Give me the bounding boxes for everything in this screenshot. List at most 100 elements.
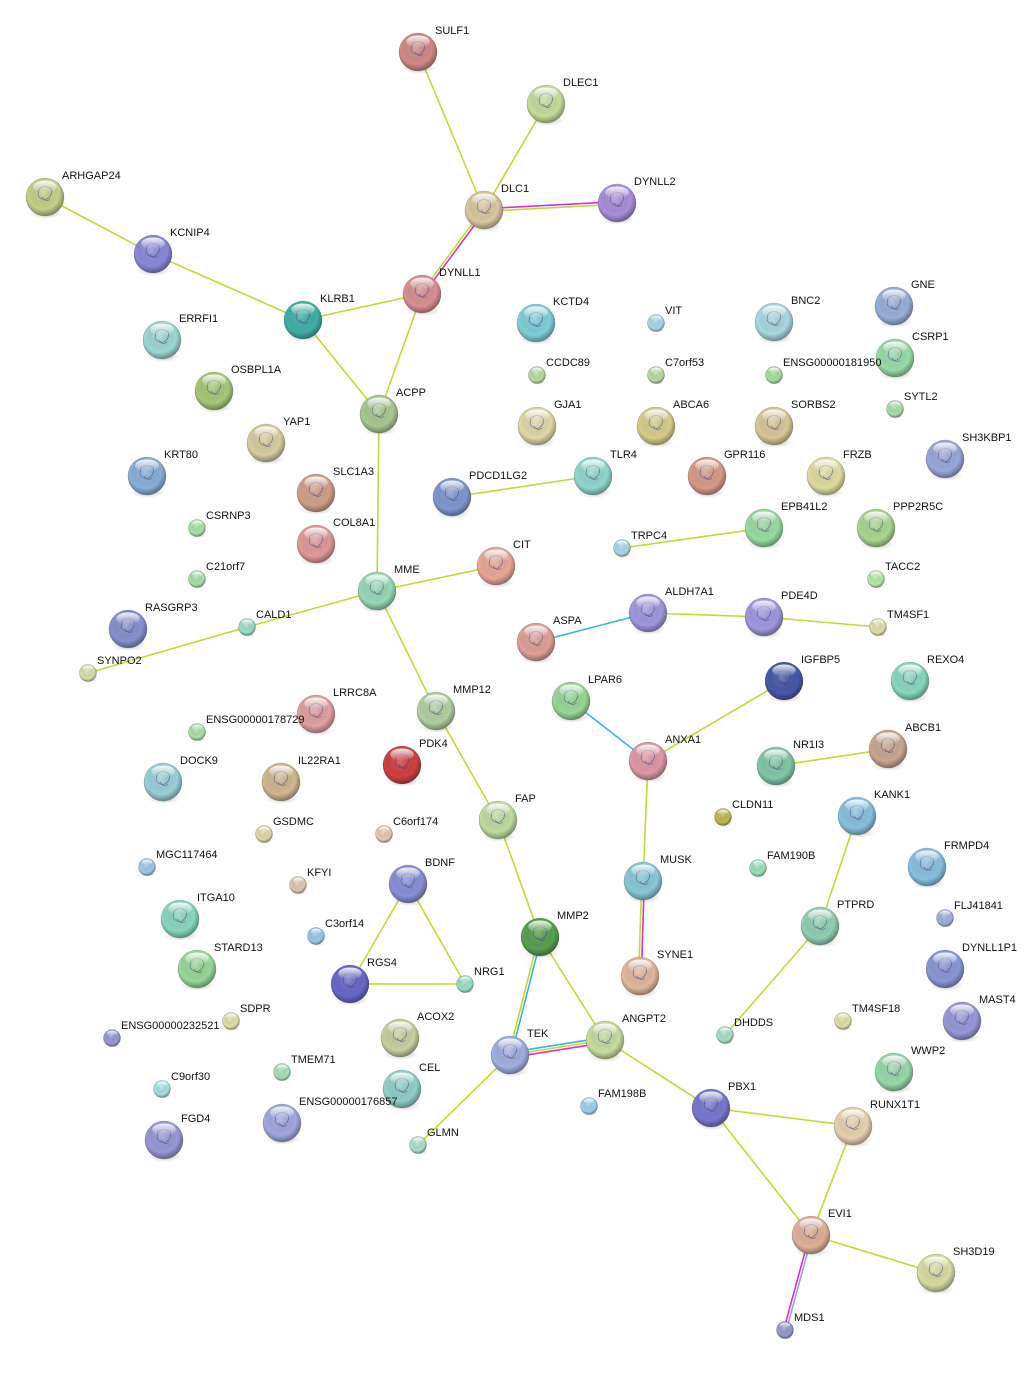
node-kcnip4[interactable]: KCNIP4 <box>133 227 210 276</box>
node-ensg00000232521[interactable]: ENSG00000232521 <box>103 1020 220 1048</box>
node-klrb1[interactable]: KLRB1 <box>283 293 355 342</box>
node-mgc117464[interactable]: MGC117464 <box>138 849 218 877</box>
node-itga10[interactable]: ITGA10 <box>160 892 235 941</box>
node-nrg1[interactable]: NRG1 <box>456 966 505 994</box>
node-wwp2[interactable]: WWP2 <box>874 1045 945 1094</box>
node-igfbp5[interactable]: IGFBP5 <box>764 654 840 703</box>
edge-mme-cald1[interactable] <box>246 590 378 628</box>
edge-evi1-sh3d19[interactable] <box>810 1234 937 1274</box>
node-sorbs2[interactable]: SORBS2 <box>754 399 836 448</box>
node-dynll2[interactable]: DYNLL2 <box>597 176 676 225</box>
node-mmp2[interactable]: MMP2 <box>520 910 589 959</box>
node-cldn11[interactable]: CLDN11 <box>714 799 774 827</box>
edge-angpt2-pbx1[interactable] <box>604 1039 712 1109</box>
node-trpc4[interactable]: TRPC4 <box>613 530 668 558</box>
node-kfyi[interactable]: KFYI <box>289 867 332 895</box>
node-ensg00000181950[interactable]: ENSG00000181950 <box>765 357 882 385</box>
node-angpt2[interactable]: ANGPT2 <box>585 1013 666 1062</box>
node-kank1[interactable]: KANK1 <box>837 789 910 838</box>
node-tlr4[interactable]: TLR4 <box>573 449 637 498</box>
node-aspa[interactable]: ASPA <box>516 615 582 664</box>
edge-pdcd1lg2-tlr4[interactable] <box>451 475 594 498</box>
node-gsdmc[interactable]: GSDMC <box>255 816 315 844</box>
node-abca6[interactable]: ABCA6 <box>636 399 709 448</box>
node-gpr116[interactable]: GPR116 <box>687 449 765 498</box>
node-c9orf30[interactable]: C9orf30 <box>153 1071 211 1099</box>
edge-kcnip4-klrb1[interactable] <box>152 253 304 321</box>
node-c7orf53[interactable]: C7orf53 <box>647 357 705 385</box>
node-cel[interactable]: CEL <box>382 1062 440 1111</box>
node-col8a1[interactable]: COL8A1 <box>296 517 375 566</box>
edge-klrb1-dynll1[interactable] <box>302 293 423 321</box>
node-sytl2[interactable]: SYTL2 <box>886 391 938 419</box>
node-slc1a3[interactable]: SLC1A3 <box>296 466 374 515</box>
node-musk[interactable]: MUSK <box>623 854 692 903</box>
node-sh3kbp1[interactable]: SH3KBP1 <box>925 432 1012 481</box>
node-cald1[interactable]: CALD1 <box>238 609 292 637</box>
edge-mme-cit[interactable] <box>376 565 497 592</box>
node-syne1[interactable]: SYNE1 <box>620 949 693 998</box>
node-gja1[interactable]: GJA1 <box>517 399 582 448</box>
node-ensg00000178729[interactable]: ENSG00000178729 <box>188 714 305 742</box>
node-pdcd1lg2[interactable]: PDCD1LG2 <box>432 470 527 519</box>
edge-sulf1-dlc1[interactable] <box>417 51 485 211</box>
edge-cald1-synpo2[interactable] <box>87 626 248 674</box>
node-rexo4[interactable]: REXO4 <box>890 654 964 703</box>
node-dlc1[interactable]: DLC1 <box>464 183 529 232</box>
node-anxa1[interactable]: ANXA1 <box>628 734 701 783</box>
node-ccdc89[interactable]: CCDC89 <box>528 357 591 385</box>
node-tmem71[interactable]: TMEM71 <box>273 1054 336 1082</box>
node-c21orf7[interactable]: C21orf7 <box>188 561 246 589</box>
edge-dlc1-dynll2[interactable] <box>483 200 618 213</box>
node-krt80[interactable]: KRT80 <box>127 449 198 498</box>
node-bdnf[interactable]: BDNF <box>388 857 455 906</box>
node-sh3d19[interactable]: SH3D19 <box>916 1246 995 1295</box>
node-yap1[interactable]: YAP1 <box>246 416 310 465</box>
edge-aspa-aldh7a1[interactable] <box>535 612 649 643</box>
node-evi1[interactable]: EVI1 <box>791 1208 852 1257</box>
edge-anxa1-igfbp5[interactable] <box>647 680 785 762</box>
node-dock9[interactable]: DOCK9 <box>143 755 218 804</box>
node-fgd4[interactable]: FGD4 <box>144 1113 210 1162</box>
node-dynll1[interactable]: DYNLL1 <box>402 267 481 316</box>
node-stard13[interactable]: STARD13 <box>177 942 263 991</box>
node-dhdds[interactable]: DHDDS <box>716 1017 774 1045</box>
node-c6orf174[interactable]: C6orf174 <box>375 816 439 844</box>
node-tek[interactable]: TEK <box>490 1028 549 1077</box>
node-flj41841[interactable]: FLJ41841 <box>936 900 1003 928</box>
edge-acpp-mme[interactable] <box>376 413 380 592</box>
node-mds1[interactable]: MDS1 <box>776 1312 825 1340</box>
node-lpar6[interactable]: LPAR6 <box>551 674 622 723</box>
node-csrp1[interactable]: CSRP1 <box>875 331 949 380</box>
node-acpp[interactable]: ACPP <box>359 387 426 436</box>
edge-aldh7a1-pde4d[interactable] <box>647 612 765 618</box>
node-c3orf14[interactable]: C3orf14 <box>307 918 365 946</box>
node-errfi1[interactable]: ERRFI1 <box>142 313 218 362</box>
node-fam198b[interactable]: FAM198B <box>580 1088 647 1116</box>
edge-pbx1-runx1t1[interactable] <box>710 1107 854 1127</box>
node-kctd4[interactable]: KCTD4 <box>516 296 589 345</box>
node-frmpd4[interactable]: FRMPD4 <box>907 840 989 889</box>
node-cit[interactable]: CIT <box>476 539 531 588</box>
node-lrrc8a[interactable]: LRRC8A <box>296 687 377 736</box>
node-ensg00000176857[interactable]: ENSG00000176857 <box>262 1096 397 1145</box>
node-arhgap24[interactable]: ARHGAP24 <box>25 170 121 219</box>
node-rgs4[interactable]: RGS4 <box>330 957 397 1006</box>
edge-ptprd-dhdds[interactable] <box>724 925 821 1036</box>
node-tm4sf1[interactable]: TM4SF1 <box>869 609 930 637</box>
edge-arhgap24-kcnip4[interactable] <box>44 196 154 255</box>
node-mme[interactable]: MME <box>357 564 420 613</box>
node-csrnp3[interactable]: CSRNP3 <box>188 510 251 538</box>
node-osbpl1a[interactable]: OSBPL1A <box>194 364 282 413</box>
node-mmp12[interactable]: MMP12 <box>416 684 491 733</box>
node-acox2[interactable]: ACOX2 <box>380 1011 454 1060</box>
edge-pde4d-tm4sf1[interactable] <box>763 616 879 628</box>
node-fap[interactable]: FAP <box>478 793 536 842</box>
edge-trpc4-epb41l2[interactable] <box>621 527 765 549</box>
node-bnc2[interactable]: BNC2 <box>754 295 820 344</box>
node-dlec1[interactable]: DLEC1 <box>526 77 598 126</box>
node-pbx1[interactable]: PBX1 <box>691 1081 756 1130</box>
node-sdpr[interactable]: SDPR <box>222 1003 271 1031</box>
node-tm4sf18[interactable]: TM4SF18 <box>834 1003 901 1031</box>
node-dynll1p1[interactable]: DYNLL1P1 <box>925 942 1017 991</box>
